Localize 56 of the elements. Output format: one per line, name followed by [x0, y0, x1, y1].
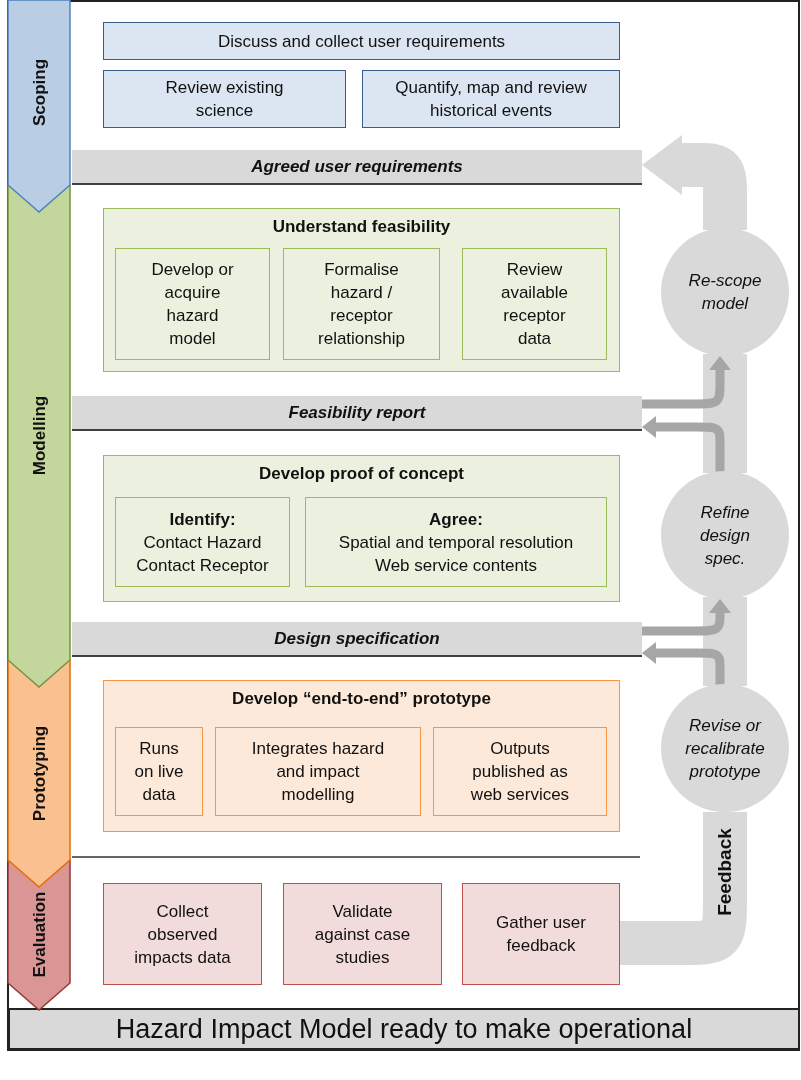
task-box [305, 497, 607, 587]
task-box [103, 70, 346, 128]
task-box [115, 248, 270, 360]
box-label: Contact Hazard Contact Receptor [135, 531, 270, 577]
box-label: Validate against case studies [314, 900, 411, 969]
group-heading: Understand feasibility [272, 216, 451, 238]
box-label: Review available receptor data [499, 259, 570, 350]
milestone-label: Feasibility report [288, 402, 426, 424]
phase-label: Prototyping [28, 724, 50, 823]
box-label: Develop or acquire hazard model [150, 259, 235, 350]
circle-label: Revise or recalibrate prototype [684, 714, 766, 783]
phase-label: Scoping [28, 57, 50, 128]
group-heading: Develop “end-to-end” prototype [232, 688, 491, 710]
box-heading: Identify: [169, 508, 236, 531]
milestone-bar [72, 396, 642, 431]
milestone-label: Agreed user requirements [251, 156, 463, 178]
circle-label: Re-scope model [687, 270, 763, 315]
box-label: Runs on live data [133, 738, 185, 806]
group-panel [103, 455, 620, 602]
box-label: Collect observed impacts data [133, 900, 232, 969]
task-box [283, 883, 442, 985]
box-label: Quantify, map and review historical events [394, 77, 588, 122]
task-box [103, 883, 262, 985]
phase-band [8, 185, 70, 687]
box-label: Review existing science [164, 77, 285, 122]
task-box [283, 248, 440, 360]
group-panel [103, 680, 620, 832]
milestone-bar [72, 622, 642, 657]
arrow [642, 416, 725, 473]
box-label: Integrates hazard and impact modelling [250, 738, 386, 806]
milestone-label: Design specification [274, 628, 440, 650]
box-label: Formalise hazard / receptor relationship [317, 259, 406, 350]
box-label: Outputs published as web services [469, 738, 571, 806]
circle-label: Refine design spec. [698, 501, 752, 570]
task-box [115, 497, 290, 587]
task-box [433, 727, 607, 816]
phase-label: Evaluation [28, 890, 50, 980]
box-heading: Agree: [429, 508, 483, 531]
group-panel [103, 208, 620, 372]
box-label: Discuss and collect user requirements [217, 30, 506, 53]
milestone-bar [72, 150, 642, 185]
arrow [642, 599, 731, 636]
arrow [642, 356, 731, 409]
box-label: Gather user feedback [495, 912, 587, 957]
task-box [115, 727, 203, 816]
phase-label: Modelling [28, 394, 50, 478]
task-box [462, 248, 607, 360]
box-label: Spatial and temporal resolution Web service contents [337, 531, 575, 577]
task-box [103, 22, 620, 60]
outcome-bar [8, 1008, 800, 1050]
phase-band [8, 0, 70, 212]
outcome-label: Hazard Impact Model ready to make operational [115, 1013, 693, 1045]
task-box [215, 727, 421, 816]
task-box [462, 883, 620, 985]
group-heading: Develop proof of concept [259, 463, 464, 485]
task-box [362, 70, 620, 128]
